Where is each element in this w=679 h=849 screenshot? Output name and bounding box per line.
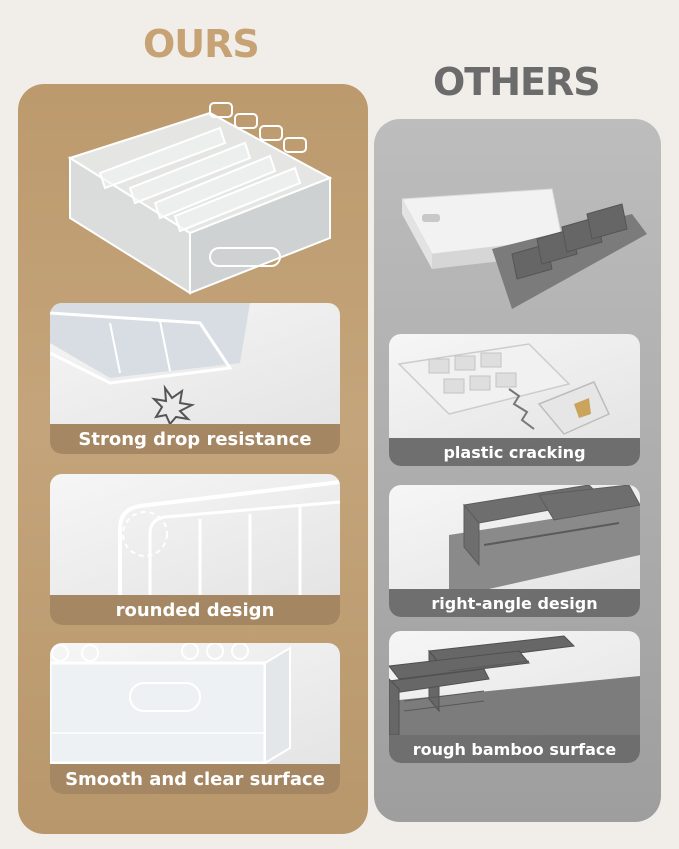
ours-caption-3: Smooth and clear surface [50, 764, 340, 794]
tray-and-slots-image [402, 188, 647, 309]
ours-panel: Strong drop resistance rounded design [18, 84, 368, 834]
others-card-rough-bamboo: rough bamboo surface [389, 631, 640, 763]
ours-card-drop-resistance: Strong drop resistance [50, 303, 340, 454]
rounded-design-image [118, 480, 340, 595]
smooth-surface-image [50, 643, 291, 764]
ours-card-rounded-design: rounded design [50, 474, 340, 625]
others-heading: OTHERS [433, 60, 601, 104]
rough-bamboo-image [389, 635, 640, 735]
others-caption-2: right-angle design [389, 589, 640, 617]
ours-heading: OURS [143, 22, 260, 66]
ours-caption-2: rounded design [50, 595, 340, 625]
others-caption-3: rough bamboo surface [389, 735, 640, 763]
ours-card-smooth-surface: Smooth and clear surface [50, 643, 340, 794]
right-angle-image [449, 485, 640, 589]
others-panel: plastic cracking right-angle design [374, 119, 661, 822]
others-card-right-angle: right-angle design [389, 485, 640, 617]
drop-resistance-image [50, 303, 250, 424]
plastic-cracking-image [397, 343, 611, 435]
others-card-plastic-cracking: plastic cracking [389, 334, 640, 466]
others-caption-1: plastic cracking [389, 438, 640, 466]
ours-caption-1: Strong drop resistance [50, 424, 340, 454]
clear-organizer-image [67, 102, 333, 295]
